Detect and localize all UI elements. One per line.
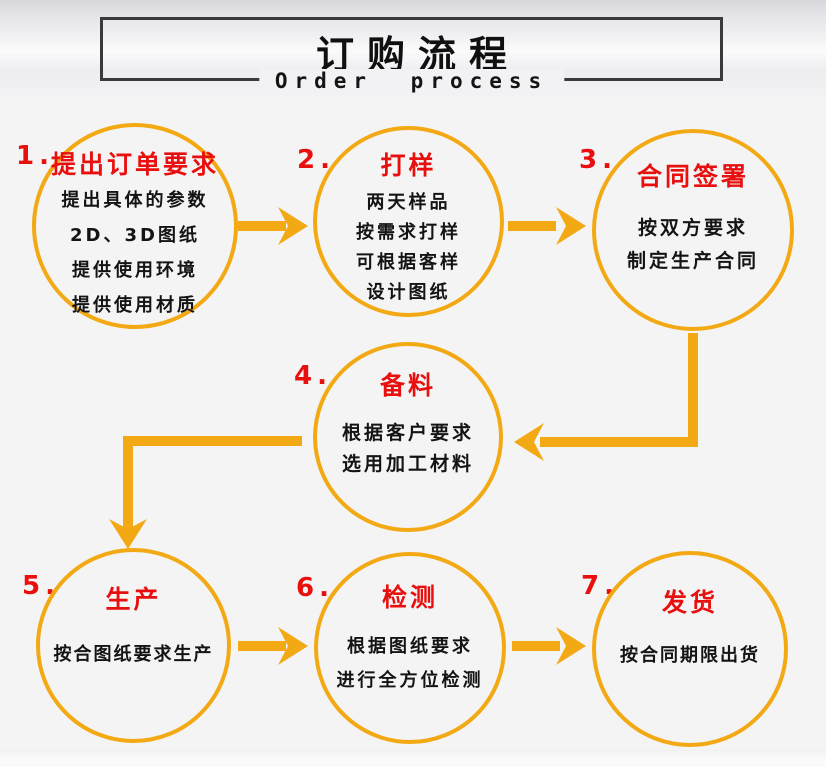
step-1-line: 提供使用材质 xyxy=(72,294,198,316)
arrow-step2-to-step3-icon xyxy=(508,207,586,245)
step-7-title: 发货 xyxy=(661,588,718,617)
step-2-title: 打样 xyxy=(380,151,437,180)
step-6-line: 根据图纸要求 xyxy=(347,635,473,657)
arrow-step5-to-step6-icon xyxy=(238,627,308,665)
step-6-circle: 检测 根据图纸要求 进行全方位检测 xyxy=(314,552,506,744)
step-7-circle: 发货 按合同期限出货 xyxy=(592,551,788,747)
arrow-step1-to-step2-icon xyxy=(238,207,308,245)
bottom-band xyxy=(0,750,826,767)
step-5-circle: 生产 按合图纸要求生产 xyxy=(36,548,231,743)
step-2-line: 两天样品 xyxy=(366,191,451,213)
step-2-number: 2. xyxy=(297,145,335,175)
step-7-line: 按合同期限出货 xyxy=(620,644,760,666)
header-frame: 订购流程 Order process xyxy=(100,17,723,93)
step-4-line: 根据客户要求 xyxy=(341,421,474,444)
step-2-circle: 打样 两天样品 按需求打样 可根据客样 设计图纸 xyxy=(313,126,504,317)
step-1-line: 2D、3D图纸 xyxy=(70,224,200,246)
step-1-title: 提出订单要求 xyxy=(50,150,219,179)
step-1-number: 1. xyxy=(16,141,54,171)
step-3-circle: 合同签署 按双方要求 制定生产合同 xyxy=(592,129,794,331)
step-4-circle: 备料 根据客户要求 选用加工材料 xyxy=(313,342,503,532)
step-1-line: 提出具体的参数 xyxy=(61,189,209,211)
page-subtitle: Order process xyxy=(258,69,565,93)
step-2-line: 设计图纸 xyxy=(366,281,451,303)
step-3-title: 合同签署 xyxy=(636,162,749,191)
step-2-line: 可根据客样 xyxy=(356,251,461,273)
step-4-title: 备料 xyxy=(379,371,436,400)
step-1-circle: 提出订单要求 提出具体的参数 2D、3D图纸 提供使用环境 提供使用材质 xyxy=(32,123,238,329)
step-5-title: 生产 xyxy=(105,585,162,614)
step-6-title: 检测 xyxy=(381,583,438,612)
step-1-line: 提供使用环境 xyxy=(72,259,198,281)
step-2-line: 按需求打样 xyxy=(356,221,461,243)
arrow-step6-to-step7-icon xyxy=(512,627,586,665)
step-3-number: 3. xyxy=(579,145,617,175)
step-4-number: 4. xyxy=(294,361,332,391)
connector-step4-to-step5-icon xyxy=(109,436,302,549)
step-5-line: 按合图纸要求生产 xyxy=(53,643,214,665)
step-6-number: 6. xyxy=(296,573,334,603)
step-3-line: 制定生产合同 xyxy=(626,249,759,272)
step-6-line: 进行全方位检测 xyxy=(336,669,484,691)
connector-step3-to-step4-icon xyxy=(514,333,698,461)
step-4-line: 选用加工材料 xyxy=(341,452,474,475)
step-3-line: 按双方要求 xyxy=(637,216,748,239)
